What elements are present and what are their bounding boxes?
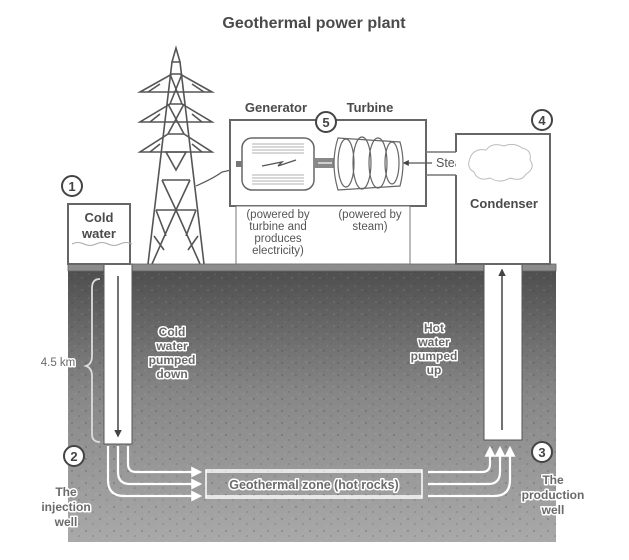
svg-text:3: 3 (538, 445, 545, 460)
electricity-pylon-icon (136, 45, 216, 265)
geothermal-zone-label: Geothermal zone (hot rocks) (229, 478, 398, 492)
step-4-marker: 4 (531, 109, 553, 131)
step-2-marker: 2 (63, 445, 85, 467)
svg-text:pumped: pumped (149, 353, 196, 367)
svg-text:up: up (427, 363, 442, 377)
turbine-note: (powered by steam) (338, 209, 402, 233)
depth-label: 4.5 km (41, 357, 76, 369)
steam-cloud-icon (468, 143, 533, 182)
svg-text:down: down (156, 367, 187, 381)
condenser-box (455, 133, 551, 265)
generator-note: (powered by turbine and produces electri… (246, 209, 310, 257)
power-cable (195, 167, 241, 187)
steam-pipe (426, 151, 456, 176)
svg-text:The: The (542, 473, 564, 487)
svg-text:production: production (522, 488, 585, 502)
injection-well-caption: The injection well (40, 484, 92, 531)
cold-water-tank: Cold water (67, 203, 133, 265)
ground (67, 263, 557, 542)
diagram-title: Geothermal power plant (222, 15, 406, 32)
step-5-marker: 5 (315, 111, 337, 133)
water-surface-wave (71, 242, 133, 246)
step-1-marker: 1 (61, 175, 83, 197)
hot-water-pumped-up-text: Hot water pumped up (409, 320, 459, 379)
svg-text:(powered by: (powered by (338, 209, 402, 221)
svg-text:steam): steam) (352, 221, 387, 233)
generator-support (235, 205, 411, 265)
cold-water-pumped-down-text: Cold water pumped down (147, 324, 197, 383)
turbine-icon (333, 136, 404, 191)
svg-text:4: 4 (538, 113, 546, 128)
svg-text:5: 5 (322, 115, 329, 130)
step-3-marker: 3 (531, 441, 553, 463)
generator-label: Generator (245, 100, 307, 115)
svg-text:well: well (54, 515, 78, 529)
svg-text:1: 1 (68, 179, 75, 194)
svg-text:The: The (55, 485, 77, 499)
generator-icon (236, 137, 334, 191)
svg-text:water: water (81, 226, 116, 241)
svg-text:injection: injection (41, 500, 90, 514)
condenser-label: Condenser (470, 196, 538, 211)
production-well-caption: The production well (520, 472, 586, 519)
svg-text:electricity): electricity) (252, 245, 304, 257)
svg-text:Cold: Cold (85, 210, 114, 225)
svg-text:produces: produces (254, 233, 302, 245)
svg-text:water: water (417, 335, 450, 349)
production-well-shaft (483, 263, 523, 441)
svg-text:Hot: Hot (424, 321, 444, 335)
svg-text:(powered by: (powered by (246, 209, 310, 221)
svg-text:2: 2 (70, 449, 77, 464)
svg-text:pumped: pumped (411, 349, 458, 363)
svg-text:well: well (541, 503, 565, 517)
geothermal-flow (106, 445, 516, 502)
depth-brace (83, 278, 101, 443)
svg-text:turbine and: turbine and (249, 221, 307, 233)
lightning-icon (261, 159, 297, 167)
svg-text:water: water (155, 339, 188, 353)
svg-text:Cold: Cold (159, 325, 186, 339)
surface-strip (67, 263, 557, 272)
turbine-label: Turbine (347, 100, 394, 115)
